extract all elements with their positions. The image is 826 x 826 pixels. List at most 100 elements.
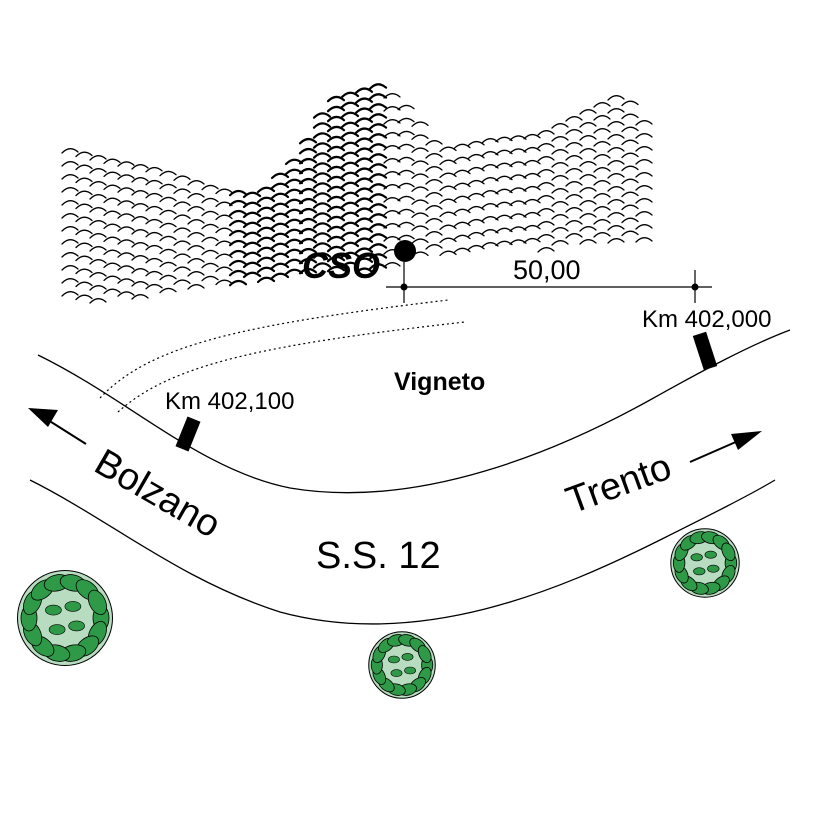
hachure-stroke: [481, 216, 499, 222]
hachure-stroke: [565, 207, 583, 213]
road-edge-upper: [37, 329, 791, 494]
hachure-stroke: [312, 172, 332, 179]
hachure-stroke: [537, 156, 555, 162]
hachure-stroke: [523, 146, 541, 153]
arrow-left-icon: [28, 408, 87, 445]
hachure-stroke: [481, 203, 499, 209]
hachure-stroke: [312, 142, 332, 149]
hachure-stroke: [228, 189, 248, 197]
hachure-stroke: [256, 226, 276, 234]
hachure-stroke: [270, 222, 290, 230]
hachure-stroke: [326, 185, 346, 193]
hachure-stroke: [89, 207, 107, 213]
hachure-stroke: [173, 227, 191, 233]
hachure-stroke: [340, 211, 360, 219]
hachure-stroke: [551, 227, 569, 233]
hachure-stroke: [270, 212, 290, 220]
hachure-stroke: [551, 162, 569, 168]
hachure-stroke: [354, 237, 374, 244]
hachure-stroke: [495, 162, 513, 169]
hachure-stroke: [326, 125, 346, 133]
hachure-stroke: [354, 177, 374, 184]
hachure-stroke: [635, 120, 653, 126]
hachure-stroke: [495, 240, 513, 247]
hachure-stroke: [439, 224, 457, 231]
hachure-stroke: [145, 179, 163, 186]
hachure-stroke: [439, 237, 457, 244]
hachure-stroke: [439, 146, 457, 153]
hachure-stroke: [159, 248, 177, 255]
hachure-stroke: [228, 259, 248, 267]
hachure-stroke: [607, 212, 625, 218]
hachure-stroke: [607, 186, 625, 192]
hachure-stroke: [368, 103, 388, 110]
hachure-stroke: [61, 148, 79, 154]
hachure-stroke: [635, 224, 653, 230]
km-marker-post-402100: [175, 416, 201, 452]
hachure-stroke: [326, 105, 346, 113]
hachure-stroke: [61, 226, 79, 232]
hachure-stroke: [397, 117, 415, 124]
hachure-stroke: [256, 186, 276, 194]
hachure-stroke: [298, 227, 318, 235]
hachure-stroke: [425, 205, 443, 211]
hachure-stroke: [215, 214, 233, 221]
hachure-stroke: [593, 232, 611, 238]
hachure-stroke: [621, 126, 639, 133]
hachure-stroke: [621, 191, 639, 198]
hachure-stroke: [312, 232, 332, 239]
hachure-stroke: [523, 185, 541, 192]
hachure-stroke: [89, 298, 107, 304]
hachure-stroke: [326, 245, 346, 253]
hachure-stroke: [411, 121, 429, 127]
hachure-stroke: [537, 130, 555, 136]
hachure-stroke: [256, 276, 276, 284]
hachure-stroke: [340, 141, 360, 149]
hachure-stroke: [270, 202, 290, 210]
hachure-stroke: [89, 220, 107, 226]
hachure-stroke: [326, 115, 346, 123]
hachure-stroke: [354, 207, 374, 214]
hachure-stroke: [75, 177, 93, 184]
hachure-stroke: [495, 175, 513, 182]
hachure-stroke: [312, 252, 332, 259]
hachure-stroke: [397, 104, 415, 111]
hachure-stroke: [270, 242, 290, 250]
hachure-stroke: [340, 131, 360, 139]
hachure-stroke: [467, 153, 485, 160]
hachure-stroke: [368, 233, 388, 240]
hachure-stroke: [453, 169, 471, 176]
hachure-stroke: [340, 241, 360, 249]
hachure-stroke: [635, 185, 653, 191]
hachure-stroke: [537, 247, 555, 253]
hachure-stroke: [298, 207, 318, 215]
hachure-stroke: [117, 226, 135, 232]
hachure-stroke: [593, 219, 611, 225]
hachure-stroke: [593, 128, 611, 134]
hachure-stroke: [607, 225, 625, 231]
hachure-stroke: [326, 205, 346, 213]
hachure-stroke: [256, 196, 276, 204]
hachure-stroke: [383, 262, 401, 268]
hachure-stroke: [187, 245, 205, 251]
hachure-stroke: [593, 115, 611, 121]
hachure-stroke: [411, 160, 429, 166]
hachure-stroke: [187, 258, 205, 264]
hachure-stroke: [397, 143, 415, 150]
hachure-stroke: [242, 211, 262, 219]
hachure-stroke: [89, 246, 107, 252]
hachure-stroke: [61, 187, 79, 193]
hachure-stroke: [326, 165, 346, 173]
hachure-stroke: [593, 193, 611, 199]
hachure-stroke: [537, 143, 555, 149]
hachure-stroke: [201, 184, 219, 191]
hachure-stroke: [509, 148, 527, 154]
hachure-stroke: [187, 180, 205, 186]
hachure-stroke: [298, 247, 318, 255]
hachure-stroke: [621, 230, 639, 237]
dotted-track-upper: [99, 299, 449, 399]
hachure-stroke: [145, 283, 163, 290]
hachure-stroke: [117, 291, 135, 297]
hachure-stroke: [242, 231, 262, 239]
hachure-stroke: [312, 152, 332, 159]
